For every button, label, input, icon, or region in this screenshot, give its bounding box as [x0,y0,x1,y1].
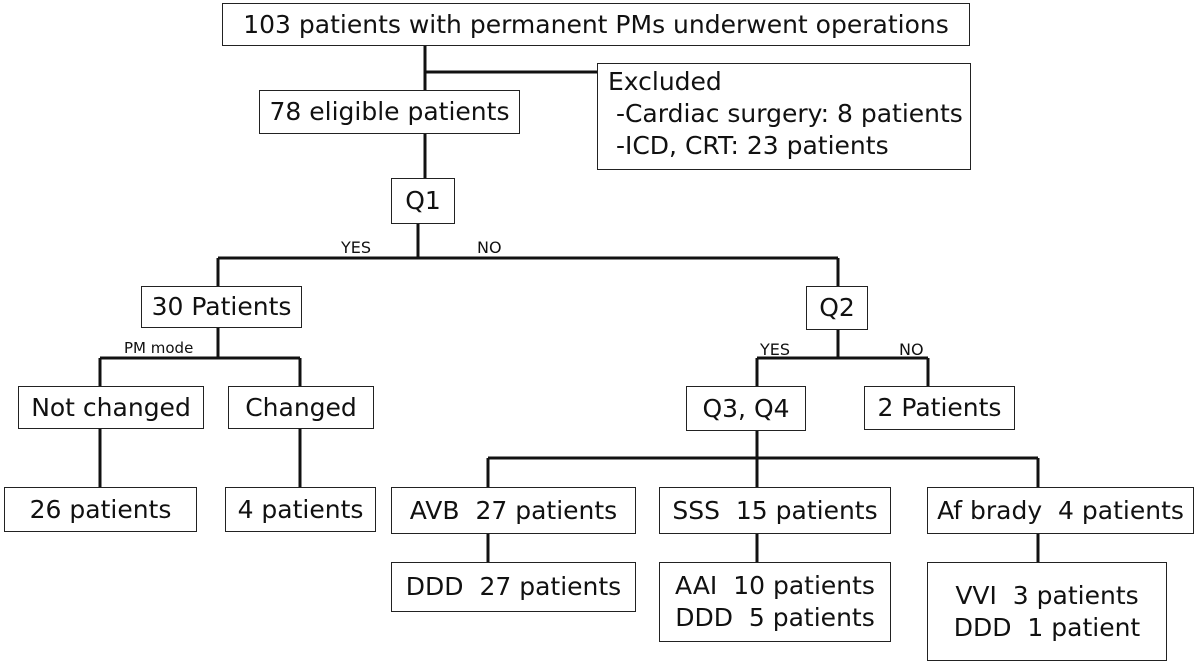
node-26-patients: 26 patients [4,487,197,532]
aai-line: AAI 10 patients [675,571,875,600]
excluded-line-1: -Cardiac surgery: 8 patients [608,99,963,128]
node-aai-ddd-patients: AAI 10 patients DDD 5 patients [659,562,891,642]
node-q1: Q1 [391,178,455,224]
label-pm-mode: PM mode [124,339,194,357]
node-4-patients: 4 patients [225,487,376,532]
excluded-line-2: -ICD, CRT: 23 patients [608,131,889,160]
excluded-title: Excluded [608,67,722,96]
node-ddd-27-patients: DDD 27 patients [391,562,636,612]
node-q3-q4: Q3, Q4 [686,386,806,431]
node-not-changed: Not changed [18,386,204,429]
node-sss-patients: SSS 15 patients [659,487,891,534]
node-30-patients: 30 Patients [141,286,302,328]
node-excluded: Excluded -Cardiac surgery: 8 patients -I… [597,63,971,170]
node-eligible-patients: 78 eligible patients [259,90,520,134]
node-vvi-ddd-patients: VVI 3 patients DDD 1 patient [927,562,1167,661]
node-2-patients: 2 Patients [864,386,1015,430]
node-total-patients: 103 patients with permanent PMs underwen… [222,3,970,46]
node-changed: Changed [228,386,374,429]
label-q1-yes: YES [341,238,372,257]
label-q1-no: NO [477,238,502,257]
vvi-line: VVI 3 patients [955,580,1139,610]
ddd-5-line: DDD 5 patients [675,603,875,632]
node-q2: Q2 [806,286,868,330]
ddd-1-line: DDD 1 patient [953,612,1141,642]
node-avb-patients: AVB 27 patients [391,487,636,534]
label-q2-no: NO [899,340,924,359]
node-af-brady-patients: Af brady 4 patients [927,487,1194,534]
label-q2-yes: YES [760,340,791,359]
